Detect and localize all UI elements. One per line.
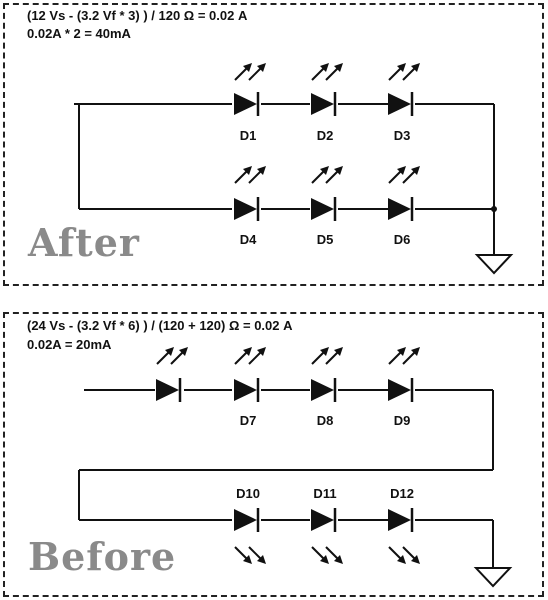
emission-arrows — [311, 165, 344, 184]
diode-d8 — [309, 376, 337, 404]
diode-d3 — [386, 90, 414, 118]
emission-arrows — [388, 165, 421, 184]
diode-d1 — [232, 90, 260, 118]
diode-unlabeled — [154, 376, 182, 404]
diode-d5 — [309, 195, 337, 223]
diode-d2 — [309, 90, 337, 118]
label-d10: D10 — [236, 486, 260, 501]
after-formula-line1: (12 Vs - (3.2 Vf * 3) ) / 120 Ω = 0.02 A — [27, 8, 248, 23]
diode-d12 — [386, 506, 414, 534]
label-d9: D9 — [393, 413, 411, 428]
diode-d4 — [232, 195, 260, 223]
diode-d7 — [232, 376, 260, 404]
emission-arrows — [156, 346, 189, 365]
diode-d10 — [232, 506, 260, 534]
label-d5: D5 — [316, 232, 334, 247]
absorb-arrows — [388, 546, 421, 565]
label-d7: D7 — [239, 413, 257, 428]
label-d3: D3 — [393, 128, 411, 143]
emission-arrows — [388, 346, 421, 365]
label-d12: D12 — [390, 486, 414, 501]
ground-symbol — [476, 254, 512, 274]
after-formula-line2: 0.02A * 2 = 40mA — [27, 26, 131, 41]
emission-arrows — [234, 165, 267, 184]
absorb-arrows — [311, 546, 344, 565]
after-panel — [3, 3, 544, 286]
label-d4: D4 — [239, 232, 257, 247]
before-title: Before — [28, 534, 177, 579]
label-d2: D2 — [316, 128, 334, 143]
diode-d11 — [309, 506, 337, 534]
label-d1: D1 — [239, 128, 257, 143]
after-circuit — [74, 62, 512, 274]
before-formula-line2: 0.02A = 20mA — [27, 337, 112, 352]
diode-d6 — [386, 195, 414, 223]
emission-arrows — [234, 62, 267, 81]
emission-arrows — [311, 62, 344, 81]
before-panel — [3, 312, 544, 597]
before-formula-line1: (24 Vs - (3.2 Vf * 6) ) / (120 + 120) Ω … — [27, 318, 293, 333]
after-title: After — [28, 220, 140, 265]
ground-symbol — [475, 567, 511, 587]
emission-arrows — [234, 346, 267, 365]
diode-d9 — [386, 376, 414, 404]
before-circuit — [78, 346, 511, 587]
label-d8: D8 — [316, 413, 334, 428]
label-d11: D11 — [313, 486, 337, 501]
emission-arrows — [311, 346, 344, 365]
label-d6: D6 — [393, 232, 411, 247]
emission-arrows — [388, 62, 421, 81]
absorb-arrows — [234, 546, 267, 565]
